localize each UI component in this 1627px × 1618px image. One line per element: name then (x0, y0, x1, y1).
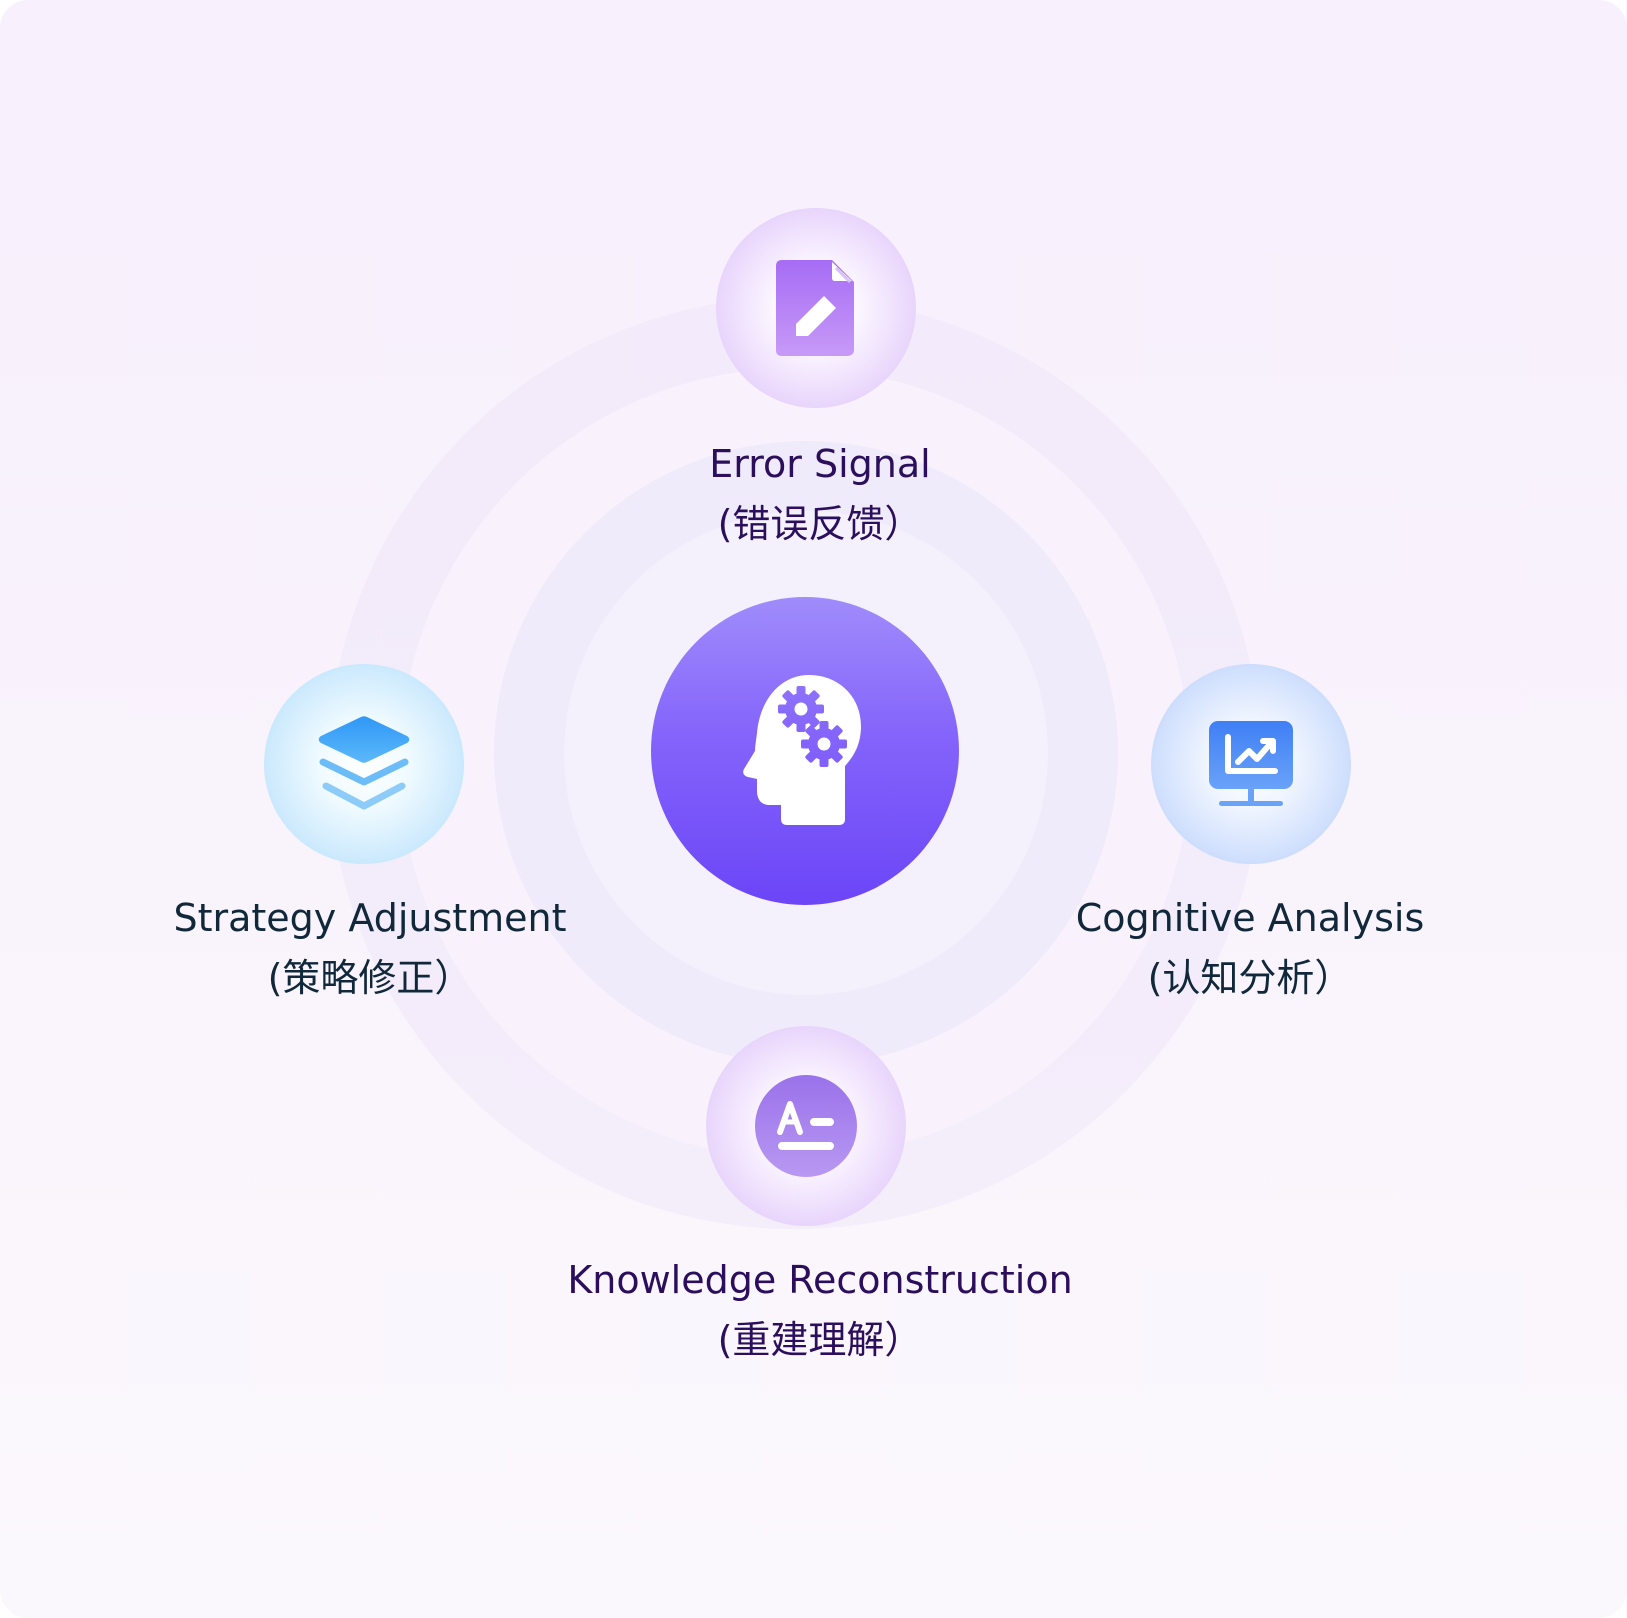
head-gears-icon (743, 675, 861, 825)
node-knowledge-reconstruction (706, 1026, 906, 1226)
node-title: Strategy Adjustment (173, 896, 567, 940)
label-cognitive-analysis: Cognitive Analysis (认知分析） (1020, 888, 1480, 1008)
node-title: Error Signal (709, 442, 931, 486)
node-strategy-adjustment (264, 664, 464, 864)
node-subtitle: (错误反馈） (717, 502, 923, 546)
label-knowledge-reconstruction: Knowledge Reconstruction (重建理解） (520, 1250, 1120, 1370)
node-cognitive-analysis (1151, 664, 1351, 864)
layers-icon (318, 716, 410, 810)
node-subtitle: (重建理解） (717, 1318, 923, 1362)
document-edit-icon (776, 260, 854, 356)
node-error-signal (716, 208, 916, 408)
node-subtitle: (认知分析） (1147, 956, 1353, 1000)
node-title: Knowledge Reconstruction (567, 1258, 1073, 1302)
text-format-icon (755, 1075, 857, 1177)
node-title: Cognitive Analysis (1075, 896, 1425, 940)
chart-monitor-icon (1209, 721, 1293, 806)
node-subtitle: (策略修正） (267, 956, 473, 1000)
center-node (651, 597, 959, 905)
label-error-signal: Error Signal (错误反馈） (620, 434, 1020, 554)
label-strategy-adjustment: Strategy Adjustment (策略修正） (110, 888, 630, 1008)
